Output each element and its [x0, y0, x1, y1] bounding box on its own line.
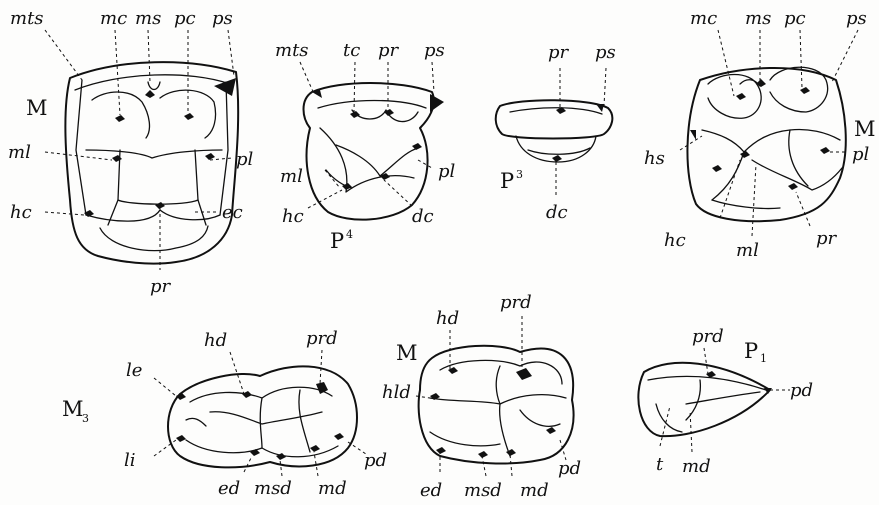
- tooth-sub-m3: 3: [82, 412, 89, 425]
- label-mts: mts: [275, 40, 309, 61]
- label-dc: dc: [412, 206, 434, 227]
- tooth-sub-3: 3: [516, 168, 523, 181]
- label-ms: ms: [745, 8, 771, 29]
- tooth-sub-p1: 1: [760, 352, 767, 365]
- label-li: li: [124, 450, 136, 471]
- label-pd: pd: [558, 458, 581, 479]
- label-hs: hs: [644, 148, 665, 169]
- tooth-label-m-lower: M: [396, 341, 418, 365]
- label-pc: pc: [784, 8, 806, 29]
- upper-p4: mts tc pr ps ml pl hc dc P 4: [275, 40, 456, 253]
- tooth-label-p-upper: P: [330, 229, 344, 253]
- label-dc: dc: [546, 202, 568, 223]
- label-pr: pr: [548, 42, 570, 63]
- label-pc: pc: [174, 8, 196, 29]
- label-md: md: [682, 456, 711, 477]
- label-pl: pl: [438, 161, 456, 182]
- label-hd: hd: [204, 330, 227, 351]
- label-ms: ms: [135, 8, 161, 29]
- label-ps: ps: [212, 8, 233, 29]
- tooth-label-p3: P: [500, 169, 514, 193]
- tooth-label-m3: M: [62, 397, 84, 421]
- label-pl: pl: [236, 149, 254, 170]
- lower-p1: prd P 1 pd t md: [638, 326, 813, 477]
- label-pr: pr: [816, 228, 838, 249]
- tooth-label-m-upper-left: M: [26, 96, 48, 120]
- label-ml: ml: [736, 240, 759, 261]
- label-hld: hld: [382, 382, 411, 403]
- label-ps: ps: [846, 8, 867, 29]
- label-md: md: [520, 480, 549, 501]
- label-md: md: [318, 478, 347, 499]
- label-hc: hc: [282, 206, 304, 227]
- label-ps: ps: [595, 42, 616, 63]
- label-prd: prd: [306, 328, 338, 349]
- label-ed: ed: [218, 478, 240, 499]
- label-mc: mc: [690, 8, 717, 29]
- label-prd: prd: [692, 326, 724, 347]
- lower-m3: hd prd le M 3 li pd ed msd md: [62, 328, 387, 499]
- label-pd: pd: [790, 380, 813, 401]
- upper-molar-right: mc ms pc ps M hs pl hc ml pr: [644, 8, 876, 261]
- label-hc: hc: [10, 202, 32, 223]
- tooth-sub-4: 4: [346, 228, 353, 241]
- label-prd: prd: [500, 292, 532, 313]
- label-ec: ec: [222, 202, 243, 223]
- label-mts: mts: [10, 8, 44, 29]
- tooth-label-p1: P: [744, 339, 758, 363]
- label-pr: pr: [150, 276, 172, 297]
- label-le: le: [126, 360, 142, 381]
- label-msd: msd: [464, 480, 502, 501]
- label-pl: pl: [852, 144, 870, 165]
- label-ml: ml: [280, 166, 303, 187]
- label-ed: ed: [420, 480, 442, 501]
- label-mc: mc: [100, 8, 127, 29]
- label-pd: pd: [364, 450, 387, 471]
- upper-molar-left: mts mc ms pc ps M ml pl hc ec pr: [8, 8, 254, 297]
- label-ps: ps: [424, 40, 445, 61]
- label-msd: msd: [254, 478, 292, 499]
- label-hc: hc: [664, 230, 686, 251]
- label-ml: ml: [8, 142, 31, 163]
- label-pr: pr: [378, 40, 400, 61]
- label-t: t: [656, 454, 664, 475]
- label-tc: tc: [343, 40, 360, 61]
- tooth-label-m-upper-right: M: [854, 117, 876, 141]
- label-hd: hd: [436, 308, 459, 329]
- upper-p3: pr ps P 3 dc: [496, 42, 616, 223]
- lower-molar: hd prd M hld pd ed msd md: [382, 292, 581, 501]
